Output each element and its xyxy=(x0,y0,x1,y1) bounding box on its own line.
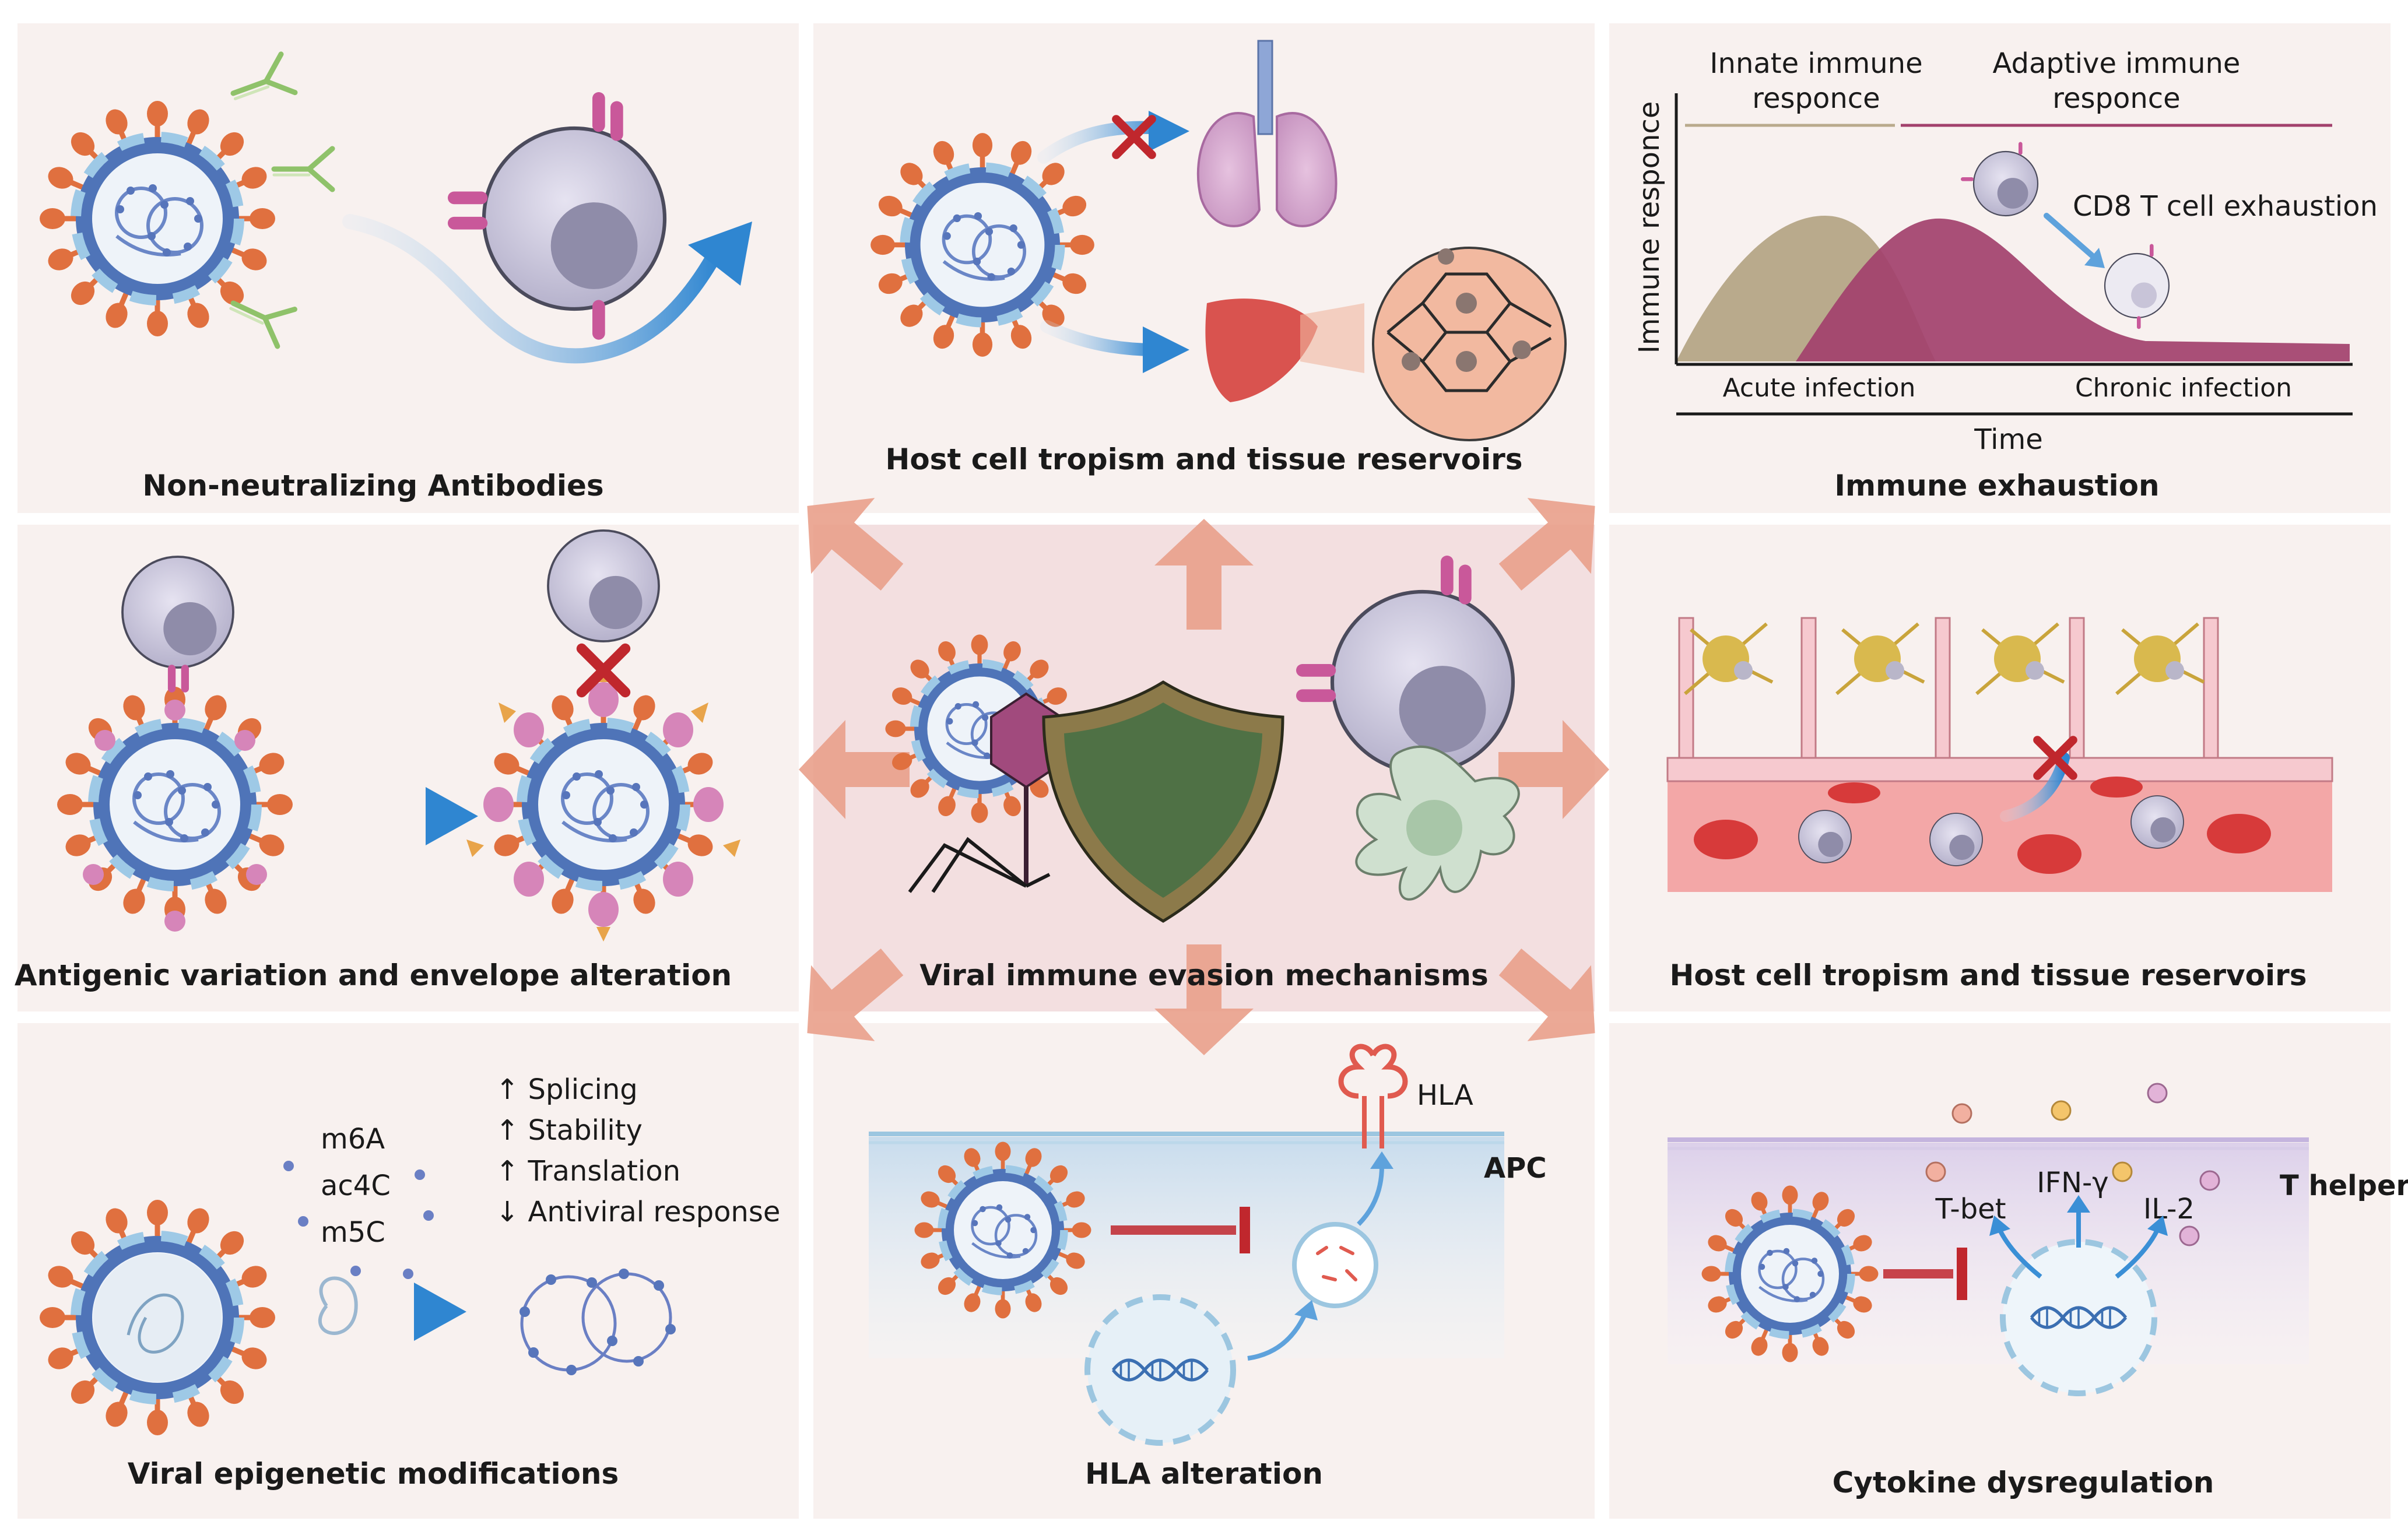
panel-host-tropism-vessel: Host cell tropism and tissue reservoirs xyxy=(1666,617,2333,992)
panel-title: Viral immune evasion mechanisms xyxy=(919,958,1489,992)
t-helper-label: T helper xyxy=(2280,1169,2408,1202)
panel-title: Viral epigenetic modifications xyxy=(128,1457,619,1491)
chronic-label: Chronic infection xyxy=(2075,373,2292,403)
cd8-exhaustion-label: CD8 T cell exhaustion xyxy=(2073,190,2378,223)
virus-particle-icon xyxy=(57,687,293,922)
effect-splicing: ↑ Splicing xyxy=(496,1073,638,1106)
adaptive-label-line1: Adaptive immune xyxy=(1993,47,2241,80)
red-blood-cells xyxy=(1694,777,2271,874)
effect-translation: ↑ Translation xyxy=(496,1155,680,1188)
immune-cell-icon xyxy=(448,92,665,340)
hla-molecule-icon xyxy=(1338,1044,1408,1148)
panel-title: Non-neutralizing Antibodies xyxy=(142,469,603,503)
virus-particle-icon xyxy=(40,1200,275,1435)
astrocyte-endfeet xyxy=(1678,617,2219,759)
panel-title: Immune exhaustion xyxy=(1834,469,2159,503)
entry-arrowhead xyxy=(688,222,752,286)
adaptive-label-line2: responce xyxy=(2052,82,2180,115)
hla-label: HLA xyxy=(1417,1079,1473,1112)
exhausted-t-cell-icon xyxy=(2104,244,2170,329)
transcription-arrows xyxy=(1998,1210,2160,1279)
panel-center-evasion: Viral immune evasion mechanisms xyxy=(885,556,1520,992)
adaptive-curve xyxy=(1796,218,2350,361)
panel-title: Antigenic variation and envelope alterat… xyxy=(15,958,732,992)
virus-particle-icon xyxy=(40,101,275,336)
il2-label: IL-2 xyxy=(2143,1193,2195,1225)
panel-title: Cytokine dysregulation xyxy=(1833,1466,2214,1499)
panel-host-tropism-organs: Host cell tropism and tissue reservoirs xyxy=(870,40,1567,476)
effect-antiviral: ↓ Antiviral response xyxy=(496,1196,780,1228)
panel-hla-alteration: APC HLA HLA alteration xyxy=(869,1044,1547,1491)
virus-particle-icon xyxy=(870,133,1094,357)
lung-icon xyxy=(1196,40,1338,227)
infection-arrow xyxy=(1040,320,1161,356)
y-axis-label: Immune responce xyxy=(1633,101,1666,354)
cytokine-dots xyxy=(1925,1083,2220,1246)
apc-label: APC xyxy=(1484,1152,1547,1185)
dendritic-cell-icon xyxy=(1355,745,1520,901)
panel-cytokine-dysregulation: T helper T-bet IFN-γ IL-2 xyxy=(1668,1083,2408,1499)
panel-title: HLA alteration xyxy=(1085,1457,1323,1491)
shield-icon xyxy=(1042,680,1284,923)
ifng-label: IFN-γ xyxy=(2037,1167,2108,1199)
mark-m5c: m5C xyxy=(321,1216,385,1249)
vesicle-icon xyxy=(1292,1222,1378,1308)
hepatocyte-zoom-icon xyxy=(1372,247,1567,441)
panel-antigenic-variation: Antigenic variation and envelope alterat… xyxy=(15,529,740,992)
effect-stability: ↑ Stability xyxy=(496,1114,643,1147)
immune-cell-icon xyxy=(1296,556,1513,772)
mark-m6a: m6A xyxy=(321,1123,385,1155)
t-cell-icon xyxy=(1961,142,2039,217)
innate-label-line2: responce xyxy=(1752,82,1880,115)
t-cell-icon xyxy=(1798,810,1852,863)
panel-title: Host cell tropism and tissue reservoirs xyxy=(885,442,1522,476)
nucleus-icon xyxy=(2000,1239,2157,1396)
virus-particle-icon xyxy=(915,1142,1091,1319)
nucleus-icon xyxy=(1084,1294,1236,1446)
immune-cell-icon xyxy=(547,529,660,642)
entry-arrow xyxy=(342,214,725,364)
neuron-cluster xyxy=(1684,622,2205,696)
mutated-virus-icon xyxy=(466,668,740,942)
panel-non-neutralizing-antibodies: Non-neutralizing Antibodies xyxy=(40,54,752,503)
x-axis-label: Time xyxy=(1974,423,2042,456)
endothelium xyxy=(1666,757,2333,782)
innate-label-line1: Innate immune xyxy=(1710,47,1922,80)
liver-icon xyxy=(1205,298,1364,402)
acute-label: Acute infection xyxy=(1723,373,1916,403)
panel-title: Host cell tropism and tissue reservoirs xyxy=(1669,958,2307,992)
mark-ac4c: ac4C xyxy=(321,1169,391,1202)
virus-particle-icon xyxy=(1702,1186,1879,1362)
panel-epigenetic: m6A ac4C m5C ↑ Splicing ↑ Stability ↑ Tr… xyxy=(40,1073,780,1491)
immune-cell-icon xyxy=(121,556,234,693)
panel-immune-exhaustion: Innate immune responce Adaptive immune r… xyxy=(1633,47,2378,503)
t-cell-icon xyxy=(1929,813,1983,866)
t-cell-icon xyxy=(2130,795,2184,849)
